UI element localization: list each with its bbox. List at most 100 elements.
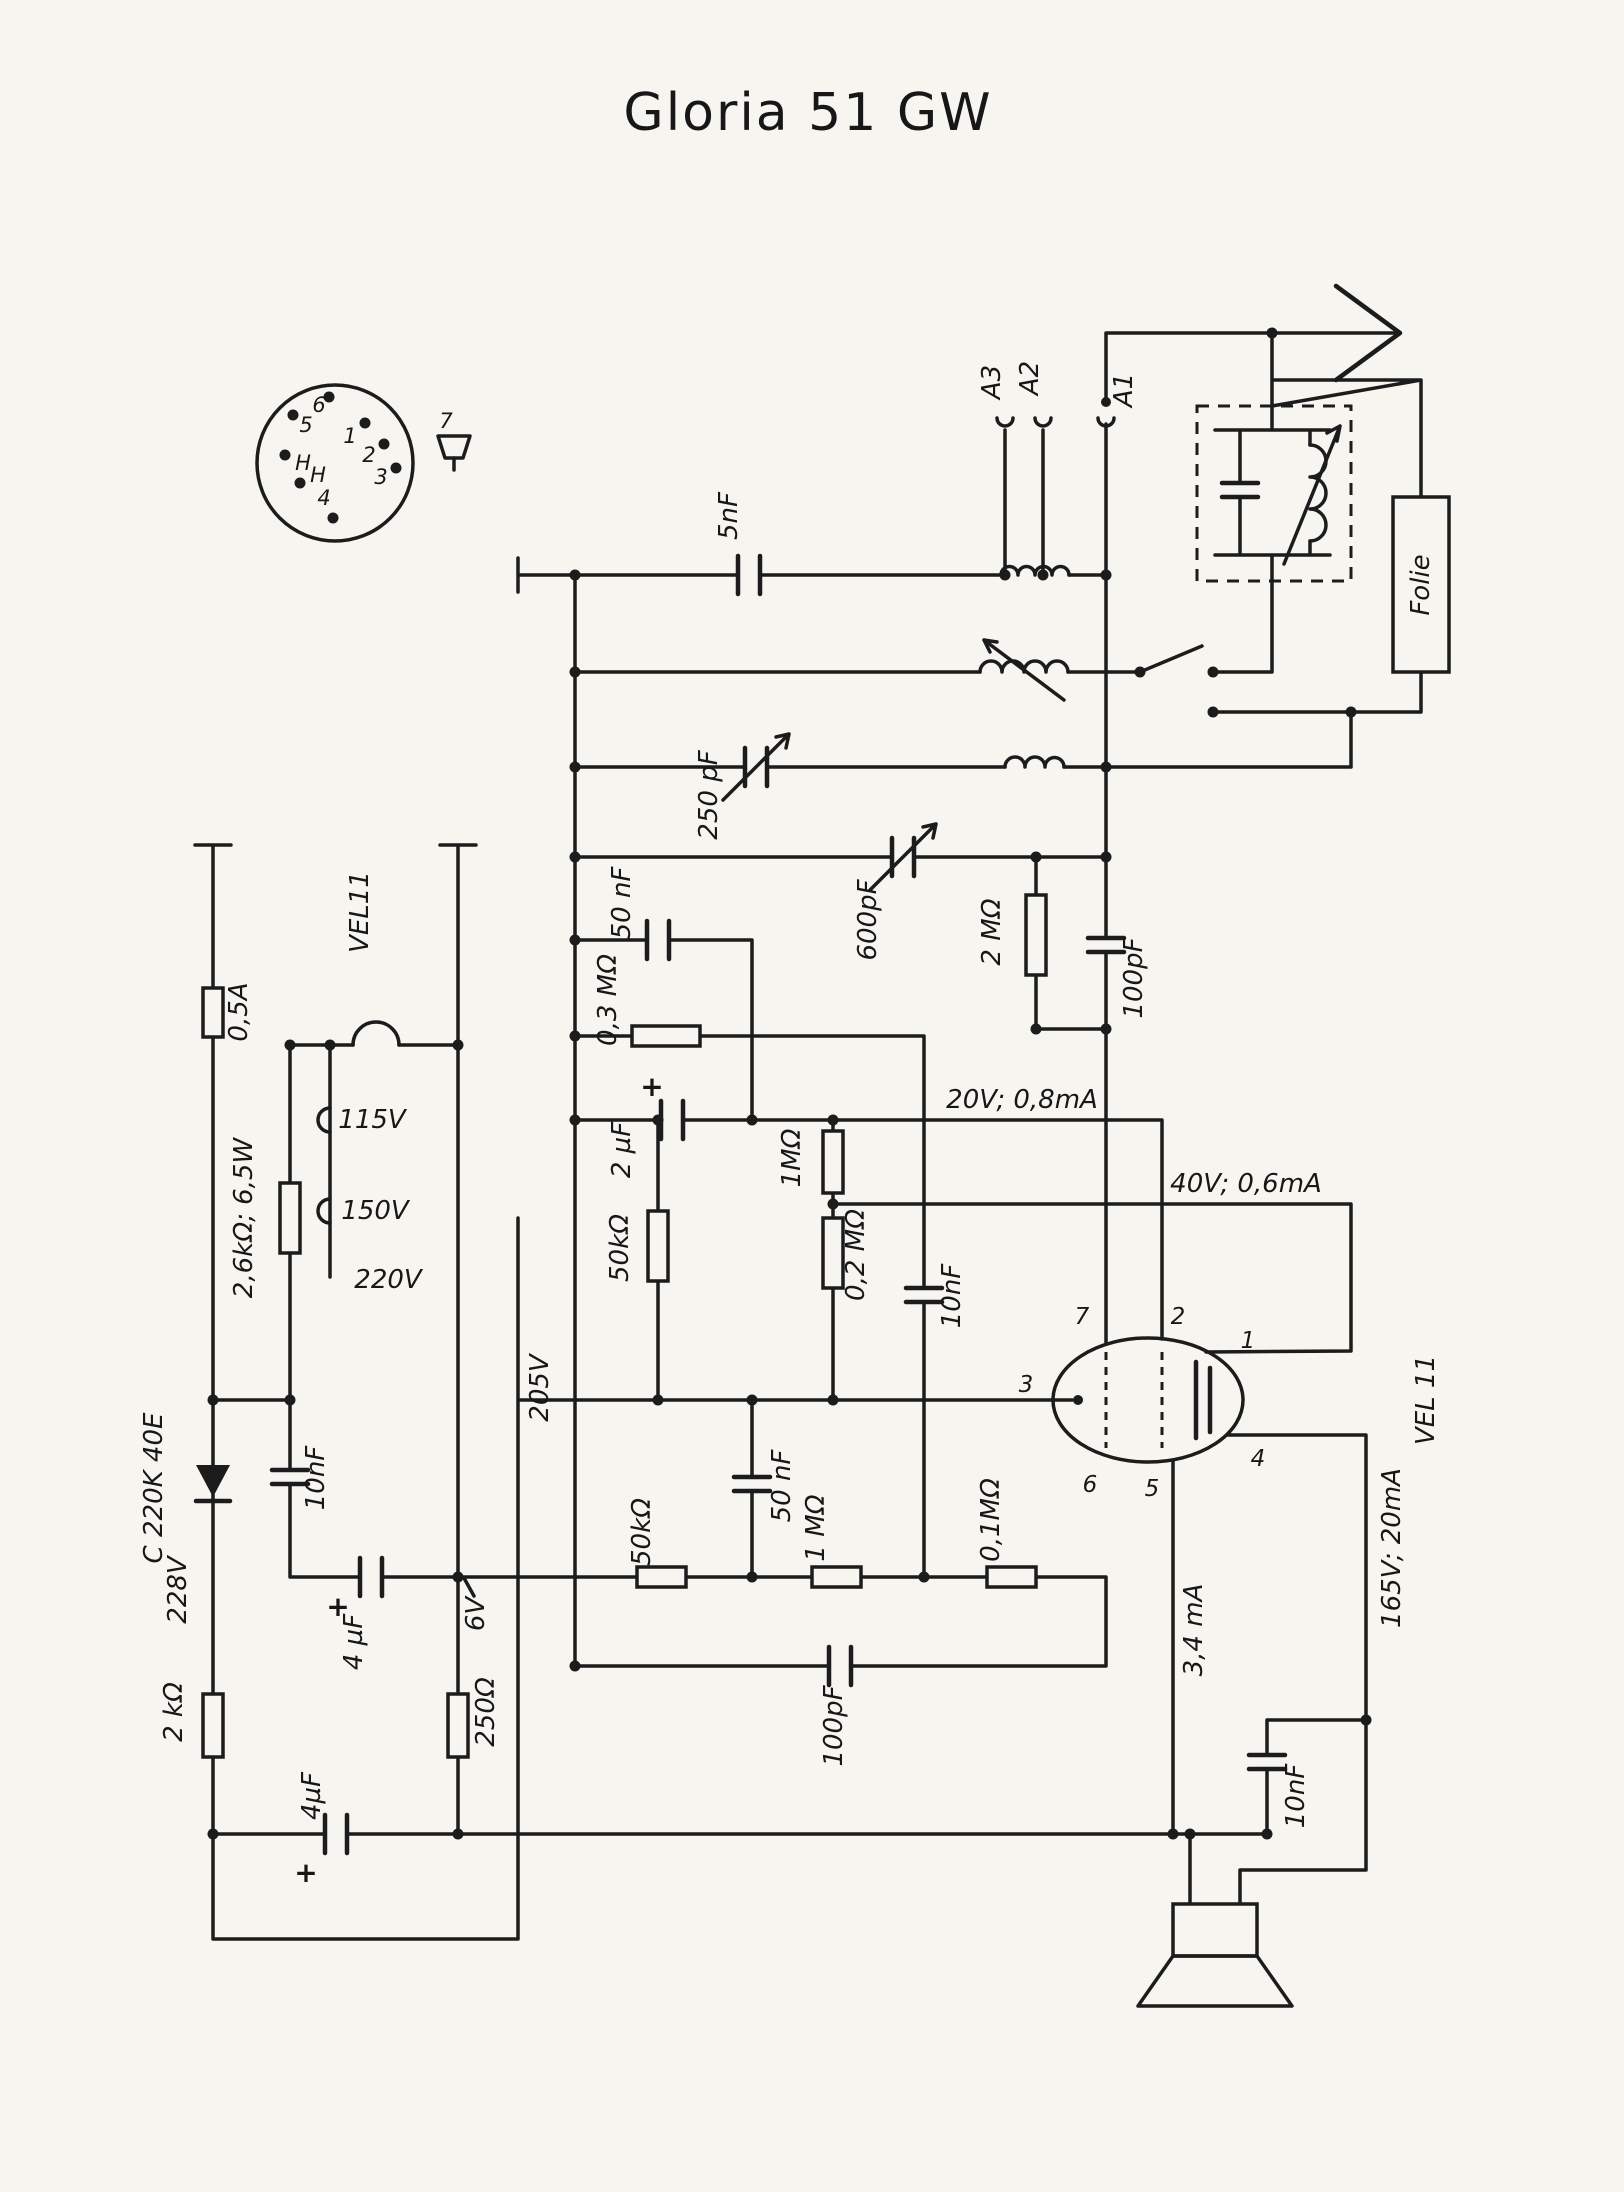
cap-5nf (735, 553, 763, 597)
resistor-03m (630, 1024, 702, 1048)
wave-trap (1195, 404, 1353, 583)
label-40v: 40V; 0,6mA (1170, 1169, 1322, 1199)
cap-250pf-arrow-icon (721, 732, 791, 802)
junction-dots (207, 327, 1372, 1840)
antenna-jack-a3-icon (995, 416, 1015, 428)
tube-pin-6: 6 (1083, 1472, 1098, 1498)
label-50nf-top: 50 nF (607, 866, 637, 940)
resistor-02m (821, 1216, 845, 1290)
coil-oscillator (1003, 755, 1066, 769)
coil-antenna (999, 564, 1071, 577)
label-vel11-left: VEL11 (345, 871, 375, 953)
speaker-magnet (1171, 1902, 1259, 1958)
tube-pin-5: 5 (1145, 1476, 1160, 1502)
socket-pin1-label: 1 (343, 424, 356, 448)
socket-pin2-dot (378, 438, 390, 450)
resistor-01m (985, 1565, 1038, 1589)
label-600pf: 600pF (853, 878, 883, 960)
socket-pin6-dot (323, 391, 335, 403)
rectifier-diode (193, 1465, 233, 1504)
diode-triangle-icon (196, 1465, 230, 1497)
antenna-jack-a2-icon (1033, 416, 1053, 428)
tube-pin-1: 1 (1241, 1328, 1256, 1354)
label-10nf-right: 10nF (1281, 1763, 1311, 1829)
wave-trap-box (1195, 404, 1353, 583)
socket-heater-label-left: H (295, 451, 311, 475)
speaker (1136, 1902, 1294, 2008)
output-tube: 7 2 1 3 6 5 4 (1019, 1304, 1266, 1502)
label-5nf: 5nF (714, 491, 744, 540)
socket-lamp-pin-label: 7 (439, 409, 453, 433)
dial-lamp-icon (436, 434, 472, 460)
plus-4uf-bottom: + (294, 1856, 317, 1889)
cap-50nf-top (644, 918, 672, 962)
wiring (193, 283, 1423, 1941)
resistor-50k-top (646, 1209, 670, 1283)
label-a1: A1 (1109, 373, 1139, 409)
label-4uf-bottom: 4µF (297, 1771, 327, 1820)
socket-pin5-label: 5 (299, 413, 312, 437)
resistor-1m-top (821, 1129, 845, 1195)
socket-heater-label-right: H (310, 463, 326, 487)
cap-600pf-arrow-icon (868, 822, 938, 892)
label-2uf: 2 µF (607, 1121, 637, 1178)
tube-cathode-dot (1073, 1395, 1083, 1405)
label-6v: 6V (461, 1595, 491, 1632)
tube-socket-diagram: 1 2 3 4 5 6 H H 7 (255, 383, 472, 543)
antenna-jack-a1-icon (1096, 416, 1116, 428)
label-a3: A3 (977, 365, 1007, 401)
resistor-50k-bottom (635, 1565, 688, 1589)
cap-10nf-mid (903, 1285, 945, 1305)
plus-2uf: + (640, 1070, 663, 1103)
label-03m: 0,3 MΩ (593, 954, 623, 1046)
cap-4uf-bottom-electrolytic (322, 1812, 350, 1856)
cap-2uf-electrolytic (658, 1098, 686, 1142)
antenna-arrow-icon (1333, 283, 1403, 383)
tap-arc-115 (316, 1106, 332, 1134)
wave-trap-capacitor (1219, 480, 1261, 500)
socket-heater-dot-left (279, 449, 291, 461)
resistor-250 (446, 1692, 470, 1759)
label-fuse: 0,5A (224, 982, 254, 1041)
label-2m: 2 MΩ (977, 898, 1007, 965)
label-vel11-right: VEL 11 (1411, 1355, 1441, 1445)
label-250ohm: 250Ω (471, 1677, 501, 1747)
resistor-2k (201, 1692, 225, 1759)
tube-pin-2: 2 (1171, 1304, 1186, 1330)
wave-trap-arrow-icon (1282, 424, 1342, 566)
socket-pin6-label: 6 (312, 393, 325, 417)
cap-10nf-left (269, 1467, 311, 1487)
label-02m: 0,2 MΩ (841, 1209, 871, 1301)
fuse-05a (201, 986, 225, 1039)
socket-pin1-dot (359, 417, 371, 429)
label-100pf-bottom: 100pF (819, 1684, 849, 1766)
label-a2: A2 (1015, 361, 1045, 397)
label-01m: 0,1MΩ (976, 1478, 1006, 1562)
tube-pin-4: 4 (1251, 1446, 1266, 1472)
resistor-2m (1024, 893, 1048, 977)
cap-100pf-top (1085, 935, 1127, 955)
label-150v: 150V (341, 1196, 411, 1226)
label-34ma: 3,4 mA (1179, 1584, 1209, 1677)
folie-label: Folie (1406, 554, 1436, 615)
label-1m-bottom: 1 MΩ (801, 1494, 831, 1561)
label-205v: 205V (525, 1352, 555, 1422)
resistors (201, 893, 1048, 1759)
tube-pin-3: 3 (1019, 1372, 1034, 1398)
socket-pin4-label: 4 (317, 486, 330, 510)
label-50nf-bottom: 50 nF (767, 1449, 797, 1523)
label-2k: 2 kΩ (159, 1682, 189, 1742)
page-title: Gloria 51 GW (623, 83, 992, 143)
socket-ring (255, 383, 415, 543)
socket-pin3-label: 3 (374, 465, 387, 489)
coil-tuned-arrow-icon (982, 638, 1066, 702)
label-50k-top: 50kΩ (605, 1214, 635, 1282)
plus-4uf-mid: + (326, 1590, 349, 1623)
label-250pf: 250 pF (694, 749, 724, 839)
tube-pin-7: 7 (1075, 1304, 1090, 1330)
cap-50nf-bottom (731, 1474, 773, 1494)
label-10nf-left: 10nF (301, 1445, 331, 1511)
label-10nf-mid: 10nF (937, 1263, 967, 1329)
folie-box (1391, 495, 1451, 674)
label-165v: 165V; 20mA (1377, 1468, 1407, 1628)
